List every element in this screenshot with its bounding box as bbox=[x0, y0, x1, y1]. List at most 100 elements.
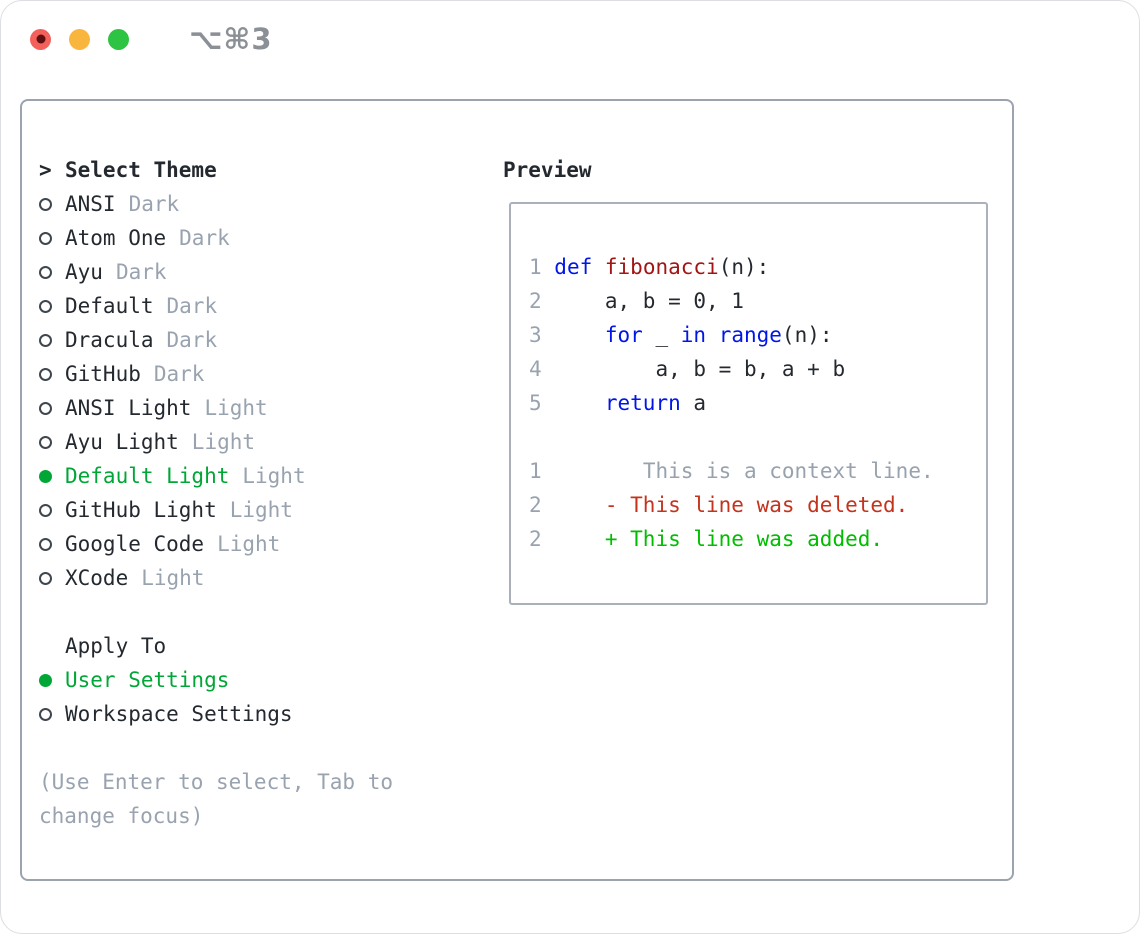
code-segment bbox=[554, 391, 605, 415]
theme-name: Dracula bbox=[65, 328, 154, 352]
code-line-1: 1 def fibonacci(n): bbox=[529, 250, 986, 284]
code-segment: a bbox=[680, 391, 707, 415]
hint: (Use Enter to select, Tab to change focus… bbox=[39, 765, 393, 833]
theme-name: Default bbox=[65, 294, 154, 318]
theme-variant: Dark bbox=[128, 192, 180, 216]
theme-name: GitHub bbox=[65, 362, 141, 386]
titlebar: ⌥⌘3 bbox=[1, 1, 1139, 77]
code-segment bbox=[542, 527, 605, 551]
theme-variant: Light bbox=[191, 430, 256, 454]
code-line-7: 1 This is a context line. bbox=[529, 454, 986, 488]
select-theme-header: > Select Theme bbox=[39, 153, 393, 187]
maximize-button[interactable] bbox=[108, 28, 129, 50]
close-button[interactable] bbox=[30, 28, 51, 50]
preview-header: Preview bbox=[503, 153, 988, 187]
apply-to-option-user-settings[interactable]: User Settings bbox=[39, 663, 393, 697]
code-segment: in bbox=[680, 323, 707, 347]
window-title: ⌥⌘3 bbox=[189, 22, 273, 56]
theme-name: Ayu bbox=[65, 260, 103, 284]
radio-selected-icon bbox=[39, 673, 52, 687]
line-number: 2 bbox=[529, 493, 542, 517]
theme-option-xcode-light[interactable]: XCode Light bbox=[39, 561, 393, 595]
radio-unselected-icon bbox=[39, 299, 52, 313]
theme-option-github-dark[interactable]: GitHub Dark bbox=[39, 357, 393, 391]
apply-to-header: Apply To bbox=[39, 629, 393, 663]
code-segment: a, b = b, a + b bbox=[554, 357, 846, 381]
theme-option-ansi-dark[interactable]: ANSI Dark bbox=[39, 187, 393, 221]
theme-variant: Dark bbox=[179, 226, 230, 250]
code-line-6 bbox=[529, 420, 986, 454]
code-segment: This is a context line. bbox=[642, 459, 934, 483]
radio-unselected-icon bbox=[39, 435, 52, 449]
focus-caret-icon: > bbox=[39, 158, 52, 182]
radio-unselected-icon bbox=[39, 401, 52, 415]
radio-marker bbox=[39, 707, 65, 721]
radio-marker bbox=[39, 367, 65, 381]
code-segment: return bbox=[604, 391, 681, 415]
radio-unselected-icon bbox=[39, 197, 52, 211]
theme-variant: Light bbox=[229, 498, 293, 522]
spacer bbox=[39, 731, 393, 765]
radio-marker bbox=[39, 401, 65, 415]
code-segment: (n): bbox=[781, 323, 833, 347]
code-line-5: 5 return a bbox=[529, 386, 986, 420]
radio-unselected-icon bbox=[39, 571, 52, 585]
apply-to-option-workspace-settings[interactable]: Workspace Settings bbox=[39, 697, 393, 731]
theme-option-atom-one-dark[interactable]: Atom One Dark bbox=[39, 221, 393, 255]
hint-text: (Use Enter to select, Tab to bbox=[39, 770, 394, 794]
code-line-9: 2 + This line was added. bbox=[529, 522, 986, 556]
radio-marker bbox=[39, 571, 65, 585]
theme-option-ayu-light-light[interactable]: Ayu Light Light bbox=[39, 425, 393, 459]
code-segment bbox=[542, 459, 643, 483]
line-number: 5 bbox=[529, 391, 555, 415]
radio-selected-icon bbox=[39, 469, 52, 483]
code-segment: for bbox=[604, 323, 643, 347]
radio-marker bbox=[39, 537, 65, 551]
theme-name: XCode bbox=[65, 566, 129, 590]
code-line-8: 2 - This line was deleted. bbox=[529, 488, 986, 522]
theme-variant: Light bbox=[242, 464, 306, 488]
hint-text: change focus) bbox=[39, 804, 204, 828]
radio-marker bbox=[39, 435, 65, 449]
minimize-button[interactable] bbox=[69, 28, 90, 50]
code-segment bbox=[706, 323, 719, 347]
radio-marker bbox=[39, 469, 65, 483]
theme-name: Ayu Light bbox=[65, 430, 179, 454]
apply-to-label: Apply To bbox=[65, 634, 167, 658]
code-segment bbox=[592, 255, 605, 279]
theme-variant: Light bbox=[141, 566, 205, 590]
code-segment: range bbox=[718, 323, 782, 347]
code-segment: - This line was deleted. bbox=[604, 493, 909, 517]
code-line-3: 3 for _ in range(n): bbox=[529, 318, 986, 352]
apply-to-option-label: User Settings bbox=[65, 668, 230, 692]
theme-variant: Dark bbox=[153, 362, 205, 386]
code-segment bbox=[542, 493, 605, 517]
radio-marker bbox=[39, 231, 65, 245]
apply-to-option-label: Workspace Settings bbox=[65, 702, 293, 726]
theme-name: Atom One bbox=[65, 226, 167, 250]
radio-unselected-icon bbox=[39, 367, 52, 381]
theme-name: ANSI bbox=[65, 192, 116, 216]
radio-marker bbox=[39, 265, 65, 279]
theme-name: ANSI Light bbox=[65, 396, 192, 420]
line-number: 3 bbox=[529, 323, 555, 347]
code-segment: + This line was added. bbox=[604, 527, 884, 551]
radio-marker bbox=[39, 197, 65, 211]
preview-column: Preview 1 def fibonacci(n):2 a, b = 0, 1… bbox=[503, 153, 988, 605]
radio-marker bbox=[39, 333, 65, 347]
radio-unselected-icon bbox=[39, 503, 52, 517]
